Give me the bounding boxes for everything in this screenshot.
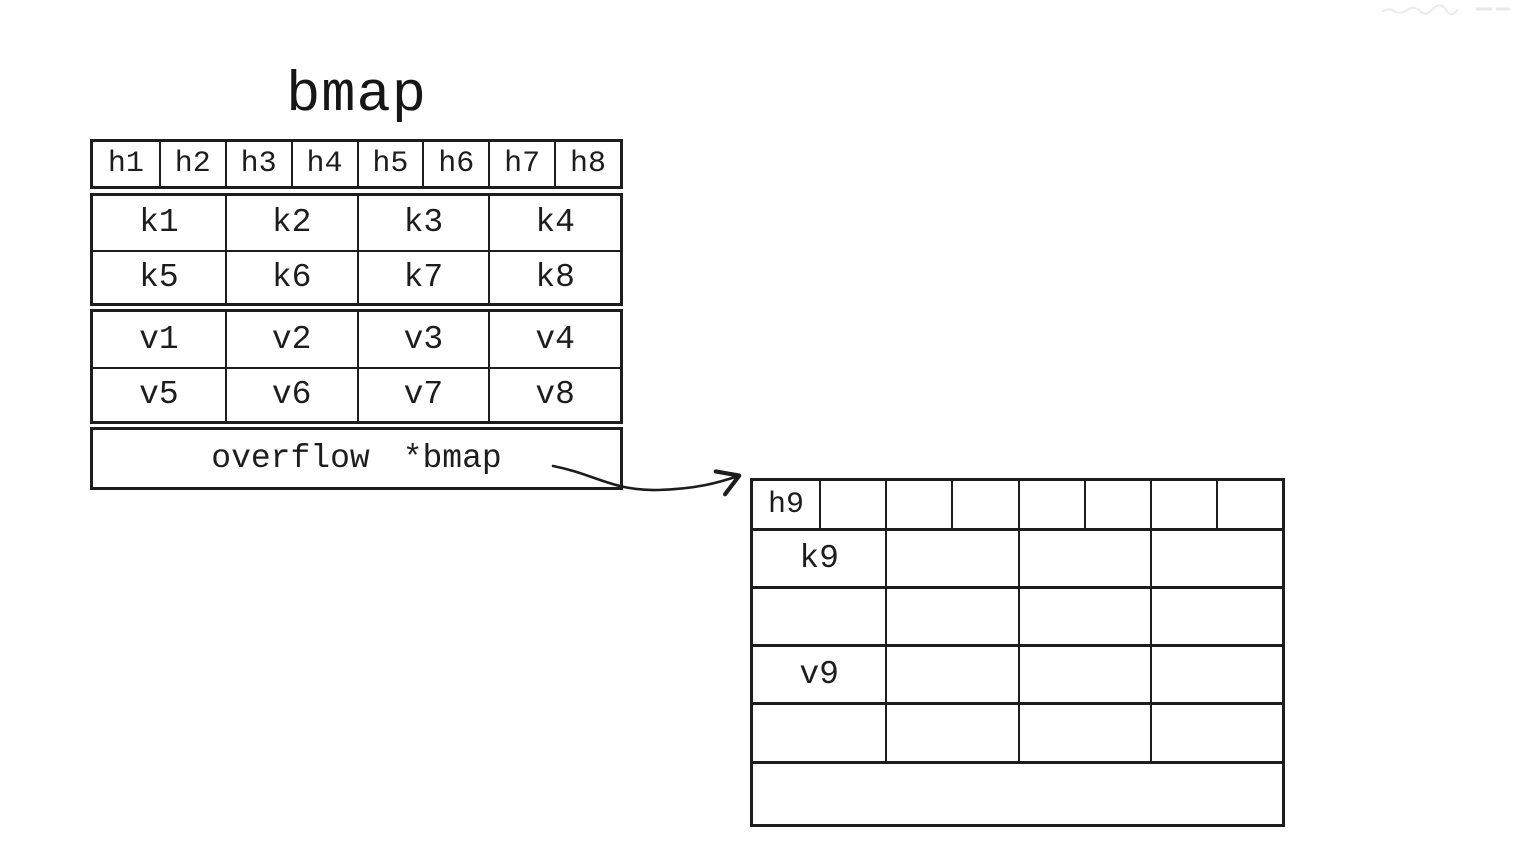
value-cell <box>885 647 1017 702</box>
value-cell: v9 <box>799 656 839 693</box>
key-cell: k1 <box>139 204 179 242</box>
overflow-value-row: v9 <box>753 647 1282 705</box>
tophash-cell <box>1083 481 1150 528</box>
tophash-cell <box>1215 481 1282 528</box>
tophash-cell <box>819 481 885 528</box>
tophash-cell: h9 <box>768 487 805 522</box>
overflow-tophash-row: h9 <box>753 481 1282 531</box>
key-cell: k2 <box>224 196 357 250</box>
tophash-cell: h1 <box>107 147 144 181</box>
value-cell <box>1017 647 1150 702</box>
tophash-cell: h7 <box>488 142 554 186</box>
bmap-title: bmap <box>286 64 427 128</box>
key-cell: k6 <box>224 249 357 303</box>
key-cell: k5 <box>93 249 225 304</box>
value-cell <box>1149 705 1282 761</box>
overflow-bucket-table: h9 k9 v9 <box>750 478 1285 827</box>
values-block: v1 v2 v3 v4 v5 v6 v7 v8 <box>90 309 623 424</box>
tophash-cell: h5 <box>356 142 423 186</box>
key-cell: k4 <box>488 196 620 250</box>
bmap-bucket-table: h1 h2 h3 h4 h5 h6 h7 h8 k1 k2 k3 k4 k5 k… <box>90 139 623 490</box>
tophash-cell <box>885 481 951 528</box>
tophash-cell: h3 <box>224 142 291 186</box>
overflow-row: overflow *bmap <box>90 427 623 490</box>
key-cell <box>1017 531 1150 586</box>
tophash-cell: h2 <box>158 142 225 186</box>
key-cell <box>885 589 1017 644</box>
overflow-value-row <box>753 705 1282 764</box>
value-cell <box>1149 647 1282 702</box>
key-cell: k8 <box>488 249 620 303</box>
value-cell: v1 <box>139 320 179 358</box>
overflow-pointer-arrow <box>551 464 742 497</box>
key-cell <box>1149 531 1282 586</box>
overflow-key-row: k9 <box>753 531 1282 589</box>
value-cell: v7 <box>356 366 489 421</box>
tophash-cell <box>1017 481 1084 528</box>
value-cell: v3 <box>356 312 489 367</box>
overflow-pointer-row <box>753 764 1282 824</box>
overflow-key-row <box>753 589 1282 647</box>
key-cell <box>1017 589 1150 644</box>
tophash-cell: h6 <box>422 142 488 186</box>
key-cell <box>885 531 1017 586</box>
tophash-row: h1 h2 h3 h4 h5 h6 h7 h8 <box>90 139 623 189</box>
key-cell: k9 <box>799 540 839 577</box>
watermark-smudge <box>1381 4 1510 16</box>
value-cell: v6 <box>224 366 357 421</box>
tophash-cell: h8 <box>554 142 620 186</box>
overflow-type-label: *bmap <box>402 440 502 477</box>
key-cell: k3 <box>356 196 489 250</box>
value-cell <box>1017 705 1150 761</box>
overflow-field-label: overflow <box>211 440 370 477</box>
key-cell: k7 <box>356 249 489 303</box>
tophash-cell <box>1149 481 1216 528</box>
value-cell <box>753 705 885 761</box>
value-cell: v4 <box>488 312 620 367</box>
value-cell: v8 <box>488 366 620 421</box>
keys-block: k1 k2 k3 k4 k5 k6 k7 k8 <box>90 193 623 306</box>
tophash-cell: h4 <box>290 142 357 186</box>
value-cell: v5 <box>93 366 225 422</box>
value-cell: v2 <box>224 312 357 367</box>
value-cell <box>885 705 1017 761</box>
key-cell <box>1149 589 1282 644</box>
key-cell <box>753 589 885 644</box>
tophash-cell <box>951 481 1017 528</box>
